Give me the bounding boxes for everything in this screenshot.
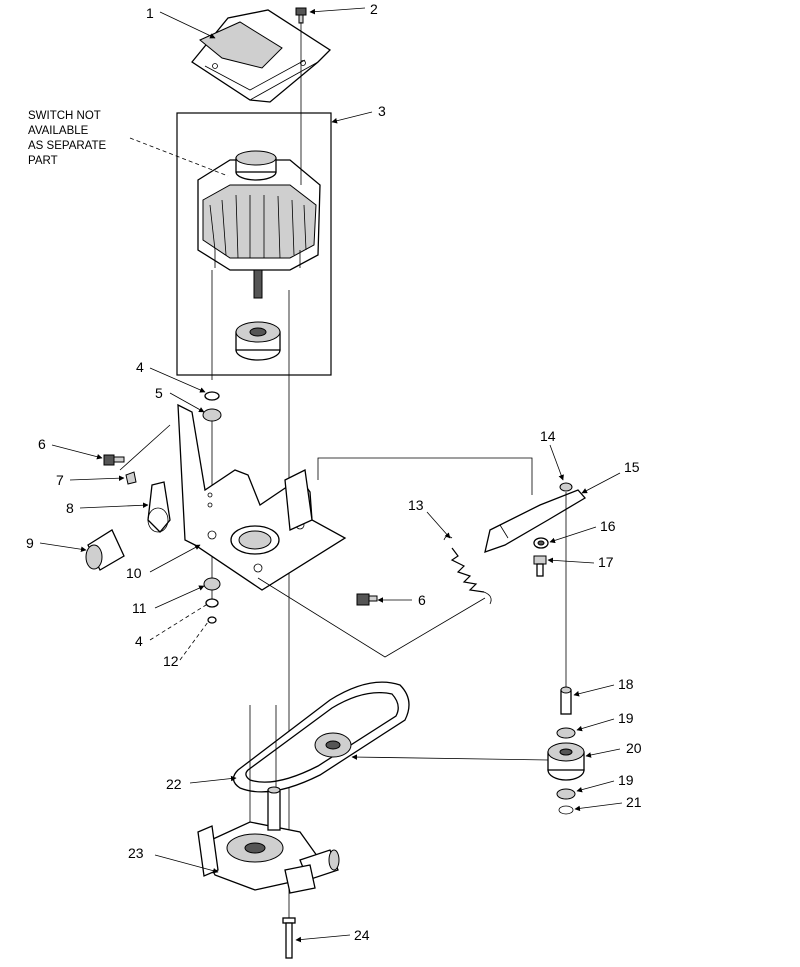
bracket-guide-line: [317, 457, 533, 495]
leader-lines: [39, 7, 623, 943]
callout-8: 8: [66, 500, 74, 516]
callout-4-upper: 4: [136, 359, 144, 375]
callout-3: 3: [378, 103, 386, 119]
assembly-guide-line: [257, 577, 486, 658]
callout-23: 23: [128, 845, 144, 861]
callout-6-left: 6: [38, 436, 46, 452]
clip-part: [125, 471, 137, 485]
callout-14: 14: [540, 428, 556, 444]
grommet-upper-part: [202, 391, 222, 422]
grommet-lower-part: [203, 577, 221, 624]
callout-19-lower: 19: [618, 772, 634, 788]
nut-part: [559, 482, 573, 492]
clamp-part: [147, 481, 171, 533]
note-line-4: PART: [28, 155, 58, 167]
callout-12: 12: [163, 653, 179, 669]
motor-assembly-box: [176, 112, 332, 376]
screw-left-part: [103, 454, 125, 466]
callout-19-upper: 19: [618, 710, 634, 726]
drive-belt-part: [232, 681, 410, 793]
motor-pulley-part: [235, 321, 281, 361]
callout-16: 16: [600, 518, 616, 534]
switch-note: SWITCH NOT AVAILABLE AS SEPARATE PART: [28, 110, 107, 167]
note-line-2: AVAILABLE: [28, 125, 89, 137]
callout-4-lower: 4: [135, 633, 143, 649]
callout-6-right: 6: [418, 592, 426, 608]
motor-cover-part: [191, 9, 332, 103]
callout-7: 7: [56, 472, 64, 488]
motor-bracket-part: [177, 403, 347, 591]
idler-pulley-part: [547, 742, 585, 781]
sleeve-part: [85, 529, 125, 571]
spring-part: [443, 536, 492, 605]
callout-labels: 1 2 3 4 5 6 7 8 9 10 11 4 12 6 13 14 15 …: [26, 1, 642, 943]
retaining-ring-part: [558, 805, 574, 815]
callout-13: 13: [408, 497, 424, 513]
callout-24: 24: [354, 927, 370, 943]
washer-upper-part: [556, 727, 576, 739]
callout-2: 2: [370, 1, 378, 17]
callout-17: 17: [598, 554, 614, 570]
screw-right-part: [356, 593, 378, 606]
callout-1: 1: [146, 5, 154, 21]
callout-5: 5: [155, 385, 163, 401]
callout-21: 21: [626, 794, 642, 810]
callout-10: 10: [126, 565, 142, 581]
callout-9: 9: [26, 535, 34, 551]
bolt-part: [533, 555, 547, 577]
screw-part: [295, 7, 307, 24]
note-line-1: SWITCH NOT: [28, 110, 101, 122]
callout-15: 15: [624, 459, 640, 475]
idler-shaft-part: [560, 686, 572, 715]
callout-11: 11: [132, 600, 147, 616]
callout-18: 18: [618, 676, 634, 692]
pump-bolt-part: [282, 917, 296, 959]
note-line-3: AS SEPARATE: [28, 140, 107, 152]
washer-part: [533, 537, 549, 549]
callout-20: 20: [626, 740, 642, 756]
lever-part: [484, 489, 587, 554]
washer-lower-part: [556, 788, 576, 800]
callout-22: 22: [166, 776, 182, 792]
motor-part: [197, 150, 321, 299]
pump-part: [197, 786, 340, 894]
